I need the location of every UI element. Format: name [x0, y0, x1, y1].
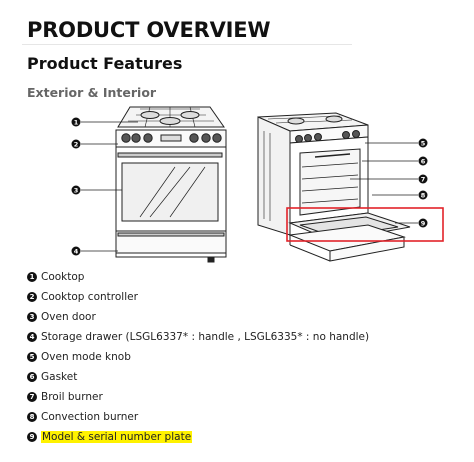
callout-6: 6	[418, 156, 428, 166]
svg-text:2: 2	[74, 140, 79, 148]
cooktop-knobs	[121, 133, 222, 143]
feature-label: Convection burner	[41, 411, 139, 423]
range-diagram: 1 2 3 4 5 6 7 8 9	[71, 106, 444, 263]
number-badge: 2	[27, 292, 37, 302]
number-badge: 4	[27, 332, 37, 342]
front-range-illustration	[115, 106, 227, 263]
list-item: 6 Gasket	[27, 367, 369, 387]
open-range-illustration	[257, 112, 411, 262]
callout-9: 9	[418, 218, 428, 228]
callout-4: 4	[71, 246, 81, 256]
list-item: 3 Oven door	[27, 307, 369, 327]
callout-5: 5	[418, 138, 428, 148]
list-item: 1 Cooktop	[27, 267, 369, 287]
feature-label: Oven mode knob	[41, 351, 131, 363]
svg-text:8: 8	[421, 191, 426, 199]
svg-text:5: 5	[421, 139, 426, 147]
feature-label: Gasket	[41, 371, 78, 383]
callout-2: 2	[71, 139, 81, 149]
svg-text:9: 9	[421, 219, 426, 227]
svg-text:6: 6	[421, 157, 426, 165]
feature-label-highlighted: Model & serial number plate	[41, 431, 193, 443]
list-item: 8 Convection burner	[27, 407, 369, 427]
number-badge: 3	[27, 312, 37, 322]
feature-label: Cooktop controller	[41, 291, 138, 303]
number-badge: 9	[27, 432, 37, 442]
callout-8: 8	[418, 190, 428, 200]
page-title: PRODUCT OVERVIEW	[27, 18, 271, 42]
svg-text:7: 7	[421, 175, 426, 183]
list-item: 4 Storage drawer (LSGL6337* : handle , LS…	[27, 327, 369, 347]
svg-text:3: 3	[74, 186, 79, 194]
number-badge: 1	[27, 272, 37, 282]
serial-plate-highlight-box	[286, 207, 444, 242]
feature-label: Oven door	[41, 311, 96, 323]
feature-label: Broil burner	[41, 391, 103, 403]
callout-1: 1	[71, 117, 81, 127]
callout-3: 3	[71, 185, 81, 195]
section-heading: Product Features	[27, 54, 183, 73]
number-badge: 7	[27, 392, 37, 402]
subsection-heading: Exterior & Interior	[27, 85, 157, 100]
title-divider	[22, 44, 352, 45]
list-item: 2 Cooktop controller	[27, 287, 369, 307]
list-item: 9 Model & serial number plate	[27, 427, 369, 447]
number-badge: 5	[27, 352, 37, 362]
feature-label: Cooktop	[41, 271, 85, 283]
callout-7: 7	[418, 174, 428, 184]
svg-text:1: 1	[74, 118, 79, 126]
feature-label: Storage drawer (LSGL6337* : handle , LSG…	[41, 331, 370, 343]
number-badge: 8	[27, 412, 37, 422]
number-badge: 6	[27, 372, 37, 382]
list-item: 5 Oven mode knob	[27, 347, 369, 367]
list-item: 7 Broil burner	[27, 387, 369, 407]
svg-text:4: 4	[74, 247, 79, 255]
